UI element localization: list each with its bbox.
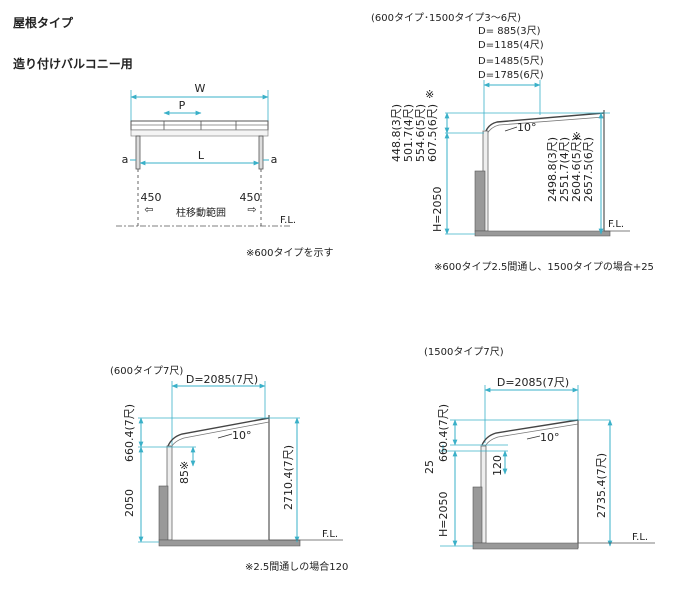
sec1-note: ※600タイプ2.5間通し、1500タイプの場合+25	[434, 262, 654, 273]
foundation-block	[474, 170, 486, 232]
angle-leader	[526, 435, 541, 440]
left-dim-mark: ※	[425, 88, 434, 101]
balcony-floor	[474, 230, 611, 237]
angle-leader	[217, 433, 233, 439]
left-dim: 660.4(7尺)	[437, 404, 450, 462]
fl-label: F.L.	[322, 529, 338, 540]
roof-beam	[130, 120, 269, 131]
right-dim-mark: ※	[572, 130, 581, 143]
sec1-d-4: D=1185(4尺)	[478, 40, 544, 51]
inner-dim-label: 120	[491, 455, 504, 476]
side-view-3-6-diagram: 10° F.L. 448.8(3尺) 501.7(4尺) 554.6(5尺) 6…	[390, 80, 630, 237]
angle-label: 10°	[540, 431, 560, 444]
sec1-d-6: D=1785(6尺)	[478, 70, 544, 81]
h-dimension-label: H=2050	[431, 187, 444, 232]
plan-note: ※600タイプを示す	[246, 248, 334, 259]
fl-label: F.L.	[280, 215, 296, 226]
sec3-header: (1500タイプ7尺)	[424, 347, 504, 358]
l-label: L	[198, 149, 205, 162]
range-right-value: 450	[240, 191, 261, 204]
range-left-value: 450	[141, 191, 162, 204]
p-label: P	[179, 99, 186, 112]
roof-panel	[485, 112, 605, 132]
h-dimension-label: H=2050	[437, 492, 450, 537]
right-dim-6: 2657.5(6尺)	[582, 137, 595, 202]
right-dim-4: 2551.7(4尺)	[558, 137, 571, 202]
left-dim-6: 607.5(6尺)	[426, 104, 439, 162]
left-post	[135, 135, 141, 170]
right-post	[258, 135, 264, 170]
d-label: D=2085(7尺)	[186, 373, 258, 386]
h-dimension-label: 2050	[123, 489, 136, 517]
sec2-header: (600タイプ7尺)	[110, 366, 184, 377]
balcony-floor	[158, 539, 301, 547]
balcony-floor	[472, 542, 579, 550]
gutter	[130, 129, 269, 137]
sec2-note: ※2.5間通しの場合120	[245, 562, 349, 573]
range-left-arrow: ⇦	[144, 203, 153, 216]
sec1-d-3: D= 885(3尺)	[478, 26, 541, 37]
fl-label: F.L.	[632, 532, 648, 543]
angle-label: 10°	[517, 121, 537, 134]
w-label: W	[195, 82, 206, 95]
left-dim: 660.4(7尺)	[123, 404, 136, 462]
left-dim-3: 448.8(3尺)	[390, 104, 403, 162]
small-dim-label: 25	[423, 460, 436, 474]
side-view-1500-7-diagram: D=2085(7尺) 10° F.L. 660.4(7尺) 25 H=2050 …	[423, 376, 655, 550]
foundation-block	[472, 486, 483, 544]
a-left-label: a	[122, 153, 129, 166]
angle-leader	[504, 126, 518, 132]
post-range-label: 柱移動範囲	[176, 206, 226, 219]
foundation-block	[158, 485, 169, 541]
roof-panel	[167, 417, 270, 447]
angle-label: 10°	[232, 429, 252, 442]
sec1-header: (600タイプ･1500タイプ3〜6尺)	[371, 13, 522, 24]
left-dim-5: 554.6(5尺)	[414, 104, 427, 162]
roof-panel-under	[486, 116, 605, 135]
right-dim: 2735.4(7尺)	[595, 453, 608, 518]
roof-panel-under	[169, 421, 270, 450]
front-view-diagram: W P a a L 450 ⇦ 450 ⇨ 柱移動範囲 F.L.	[116, 82, 296, 227]
a-right-label: a	[271, 153, 278, 166]
range-right-arrow: ⇨	[247, 203, 256, 216]
inner-dim-label: 85※	[178, 461, 191, 484]
page-title: 屋根タイプ	[13, 16, 74, 30]
right-dim-3: 2498.8(3尺)	[546, 137, 559, 202]
right-dim: 2710.4(7尺)	[282, 445, 295, 510]
page-subtitle: 造り付けバルコニー用	[13, 57, 133, 71]
sec1-d-5: D=1485(5尺)	[478, 56, 544, 67]
d-label: D=2085(7尺)	[497, 376, 569, 389]
left-dim-4: 501.7(4尺)	[402, 104, 415, 162]
roof-panel	[481, 419, 579, 446]
side-view-600-7-diagram: D=2085(7尺) 10° F.L. 660.4(7尺) 2050 85※ 2…	[123, 373, 343, 547]
right-dim-5: 2604.6(5尺)	[570, 137, 583, 202]
fl-label: F.L.	[608, 219, 624, 230]
